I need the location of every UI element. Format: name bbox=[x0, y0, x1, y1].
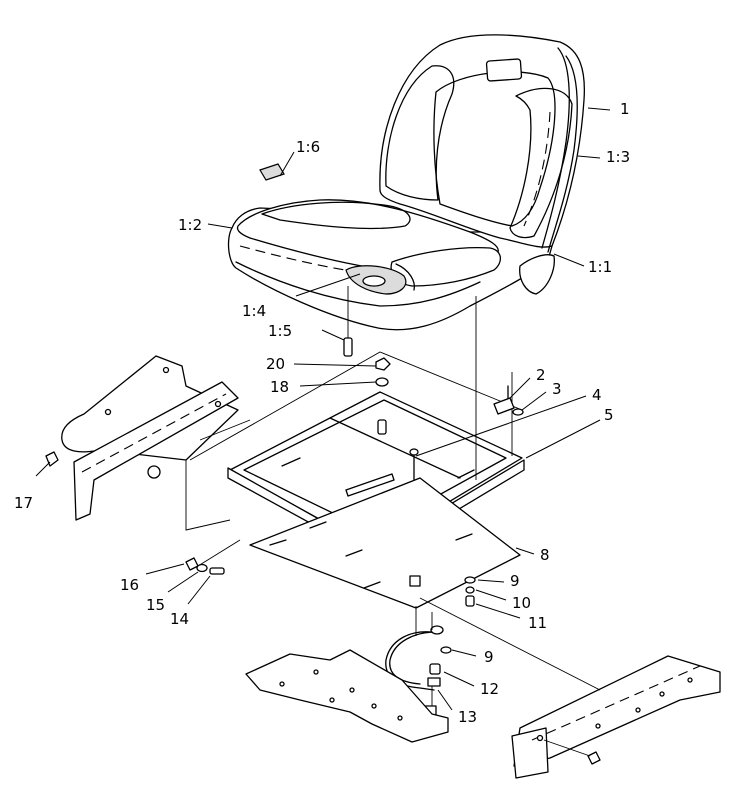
callout-8: 8 bbox=[540, 546, 550, 564]
seat-assembly bbox=[227, 34, 586, 331]
callout-20: 20 bbox=[266, 355, 285, 373]
callout-1-3: 1:3 bbox=[606, 148, 630, 166]
callout-1-2: 1:2 bbox=[178, 216, 202, 234]
callout-9-upper: 9 bbox=[510, 572, 520, 590]
callout-17: 17 bbox=[14, 494, 33, 512]
callout-15: 15 bbox=[146, 596, 165, 614]
stud-bracket bbox=[493, 385, 524, 416]
callout-16: 16 bbox=[120, 576, 139, 594]
left-bracket bbox=[45, 355, 239, 521]
floor-plate bbox=[245, 649, 449, 743]
washer-18 bbox=[375, 377, 389, 387]
callout-11: 11 bbox=[528, 614, 547, 632]
callout-12: 12 bbox=[480, 680, 499, 698]
callout-1: 1 bbox=[620, 100, 630, 118]
callout-10: 10 bbox=[512, 594, 531, 612]
callout-9-lower: 9 bbox=[484, 648, 494, 666]
right-rail bbox=[511, 655, 721, 779]
leader-lines bbox=[35, 107, 611, 711]
callout-labels: 1 1:3 1:1 1:6 1:2 1:4 1:5 20 18 2 3 4 5 … bbox=[14, 100, 630, 726]
callout-13: 13 bbox=[458, 708, 477, 726]
callout-1-1: 1:1 bbox=[588, 258, 612, 276]
callout-1-6: 1:6 bbox=[296, 138, 320, 156]
callout-18: 18 bbox=[270, 378, 289, 396]
callout-2: 2 bbox=[536, 366, 546, 384]
hardware-14-16 bbox=[185, 539, 241, 575]
callout-1-5: 1:5 bbox=[268, 322, 292, 340]
nut-20 bbox=[375, 357, 391, 371]
callout-1-4: 1:4 bbox=[242, 302, 266, 320]
callout-14: 14 bbox=[170, 610, 189, 628]
hardware-9-11 bbox=[464, 576, 476, 607]
base-plate-8 bbox=[249, 477, 521, 609]
callout-4: 4 bbox=[592, 386, 602, 404]
callout-5: 5 bbox=[604, 406, 614, 424]
callout-3: 3 bbox=[552, 380, 562, 398]
bolt-1-5 bbox=[343, 286, 353, 357]
